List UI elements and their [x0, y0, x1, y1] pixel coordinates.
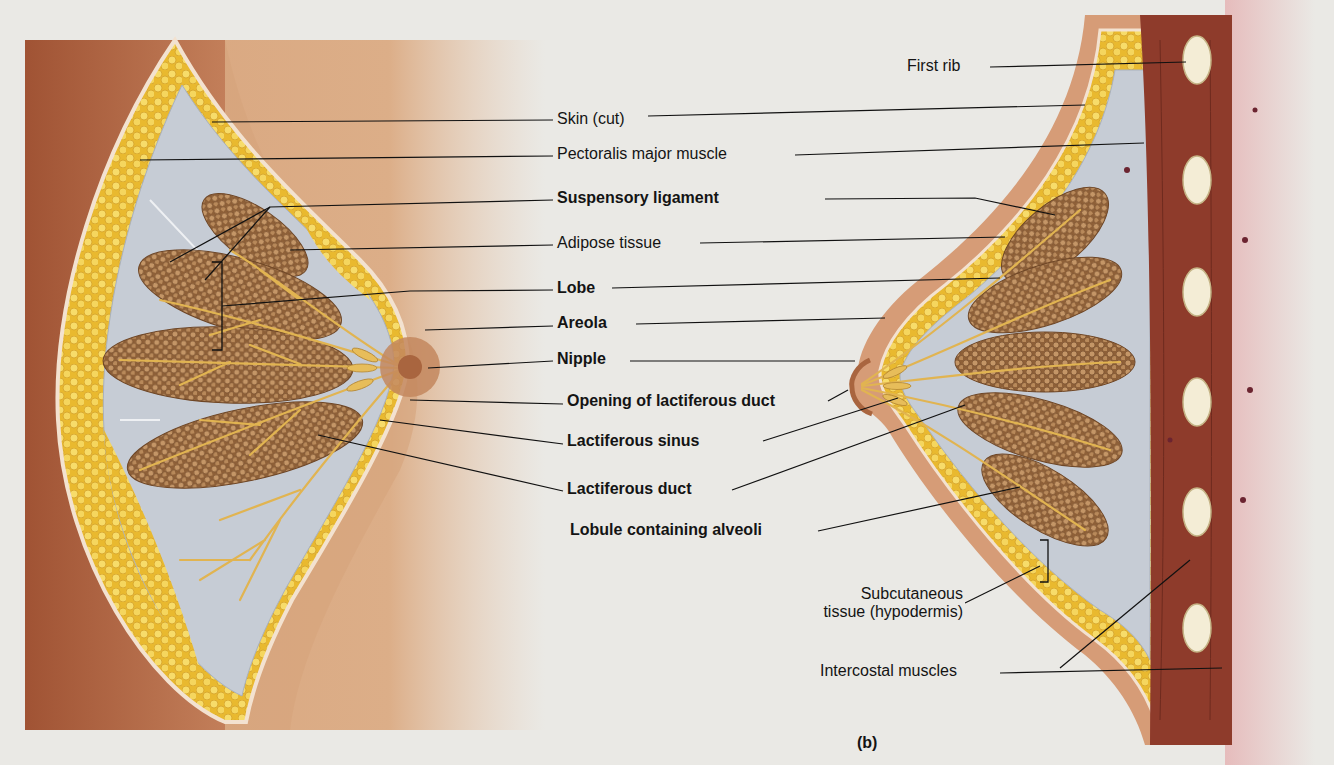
illustration-part [1060, 560, 1190, 668]
illustration-part [1183, 156, 1211, 204]
illustration-part [180, 374, 398, 600]
illustration-part [380, 420, 563, 444]
illustration-part [900, 70, 1150, 660]
illustration-part [882, 363, 909, 380]
leader-lines [140, 62, 1222, 673]
part-label: First rib [905, 57, 962, 75]
illustration-part [410, 400, 563, 404]
illustration-part [862, 210, 1120, 530]
illustration-part [883, 383, 911, 390]
part-label: Skin (cut) [555, 110, 627, 128]
illustration-part [57, 40, 408, 722]
illustration-part [380, 337, 440, 397]
illustration-part [25, 40, 545, 730]
part-label: Lobule containing alveoli [568, 521, 764, 539]
illustration-part [828, 390, 848, 401]
illustration-part [222, 290, 553, 306]
illustration-part [700, 237, 1005, 243]
illustration-part [318, 435, 563, 491]
sagittal-view [851, 0, 1315, 765]
illustration-part [212, 120, 553, 122]
illustration-part [968, 436, 1122, 563]
illustration-part [1183, 604, 1211, 652]
illustration-part [1124, 108, 1258, 504]
part-label: Nipple [555, 350, 608, 368]
part-label: Suspensory ligament [555, 189, 721, 207]
illustration-part [648, 105, 1085, 116]
illustration-part [862, 390, 1085, 530]
illustration-part [852, 360, 872, 414]
illustration-part [1225, 0, 1315, 765]
illustration-part [170, 200, 553, 262]
illustration-part [351, 345, 380, 364]
part-label: Lactiferous duct [565, 480, 693, 498]
part-label: Areola [555, 314, 609, 332]
illustration-part [1253, 108, 1258, 113]
part-label: Pectoralis major muscle [555, 145, 729, 163]
illustration-part [212, 262, 222, 350]
illustration-part [1140, 15, 1232, 745]
part-label: Opening of lactiferous duct [565, 392, 777, 410]
illustration-part [230, 250, 400, 366]
illustration-part [965, 566, 1040, 603]
illustration-part [1168, 438, 1173, 443]
illustration-part [140, 156, 553, 160]
anterior-view [25, 40, 545, 730]
illustration-part [795, 143, 1144, 155]
illustration-part [140, 370, 400, 470]
illustration-part [1040, 540, 1048, 582]
illustration-part [1160, 40, 1164, 720]
part-label: (b) [855, 734, 879, 752]
illustration-part [630, 360, 855, 361]
illustration-part [205, 207, 270, 280]
illustration-part [862, 388, 1110, 450]
part-label: Lobe [555, 279, 597, 297]
illustration-part [347, 364, 377, 372]
illustration-part [1124, 167, 1130, 173]
illustration-part [818, 487, 1020, 531]
illustration-part [1000, 668, 1222, 673]
illustration-part [1183, 36, 1211, 652]
part-label: Subcutaneous tissue (hypodermis) [815, 585, 965, 622]
part-label: Adipose tissue [555, 234, 663, 252]
illustration-part [345, 376, 374, 393]
illustration-part [825, 198, 1055, 215]
illustration-part [1183, 378, 1211, 426]
illustration-part [882, 363, 911, 407]
illustration-part [1247, 387, 1253, 393]
part-label: Lactiferous sinus [565, 432, 701, 450]
illustration-part [1183, 36, 1211, 84]
illustration-part [636, 318, 885, 324]
illustration-part [1183, 488, 1211, 536]
illustration-part [120, 385, 370, 505]
illustration-part [882, 392, 909, 407]
illustration-part [428, 361, 553, 368]
illustration-part [862, 210, 1080, 384]
illustration-part [732, 405, 965, 490]
illustration-part [1242, 237, 1248, 243]
illustration-part [425, 326, 553, 330]
illustration-part [345, 345, 379, 393]
illustration-part [763, 398, 898, 441]
illustration-part [120, 345, 400, 385]
part-label: Intercostal muscles [818, 662, 959, 680]
illustration-part [862, 280, 1110, 385]
illustration-part [851, 15, 1175, 745]
illustration-part [290, 245, 553, 250]
illustration-part [1240, 497, 1246, 503]
illustration-part [398, 355, 422, 379]
illustration-part [1183, 268, 1211, 316]
illustration-part [990, 62, 1186, 67]
illustration-part [612, 278, 1000, 288]
